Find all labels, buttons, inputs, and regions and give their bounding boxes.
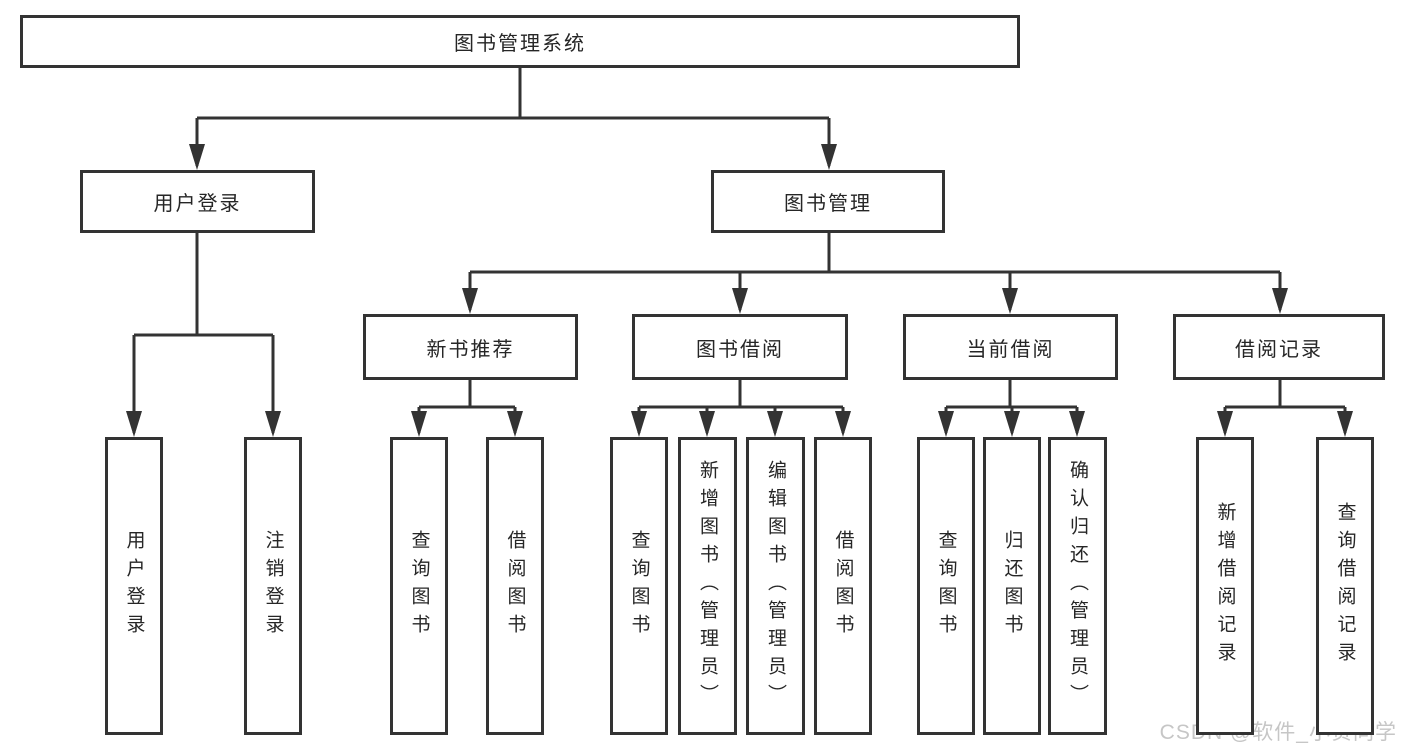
leaf-newbooks-query-label: 查询图书 xyxy=(408,530,430,642)
node-user-login-label: 用户登录 xyxy=(153,193,242,215)
leaf-records-add-label: 新增借阅记录 xyxy=(1214,502,1236,670)
node-root-label: 图书管理系统 xyxy=(454,33,586,55)
leaf-logout: 注销登录 xyxy=(244,437,302,735)
leaf-user-login: 用户登录 xyxy=(105,437,163,735)
node-new-book-recommend-label: 新书推荐 xyxy=(426,338,515,361)
leaf-borrowing-borrow-label: 借阅图书 xyxy=(832,530,854,642)
node-borrow-records: 借阅记录 xyxy=(1173,314,1385,380)
node-current-borrowing: 当前借阅 xyxy=(903,314,1118,380)
node-book-borrowing: 图书借阅 xyxy=(632,314,848,380)
leaf-newbooks-query: 查询图书 xyxy=(390,437,448,735)
leaf-borrowing-add: 新增图书（管理员） xyxy=(678,437,737,735)
leaf-current-return-label: 归还图书 xyxy=(1001,530,1023,642)
leaf-newbooks-borrow: 借阅图书 xyxy=(486,437,544,735)
leaf-borrowing-query-label: 查询图书 xyxy=(628,530,650,642)
leaf-user-login-label: 用户登录 xyxy=(123,530,145,642)
node-borrow-records-label: 借阅记录 xyxy=(1235,338,1323,361)
node-user-login: 用户登录 xyxy=(80,170,315,233)
node-new-book-recommend: 新书推荐 xyxy=(363,314,578,380)
leaf-records-query: 查询借阅记录 xyxy=(1316,437,1374,735)
leaf-newbooks-borrow-label: 借阅图书 xyxy=(504,530,526,642)
node-current-borrowing-label: 当前借阅 xyxy=(966,338,1055,361)
leaf-current-confirm-return-label: 确认归还（管理员） xyxy=(1067,460,1088,712)
leaf-borrowing-borrow: 借阅图书 xyxy=(814,437,872,735)
leaf-borrowing-add-label: 新增图书（管理员） xyxy=(697,460,718,712)
leaf-current-return: 归还图书 xyxy=(983,437,1041,735)
node-root: 图书管理系统 xyxy=(20,15,1020,68)
node-book-borrowing-label: 图书借阅 xyxy=(696,338,784,361)
leaf-borrowing-query: 查询图书 xyxy=(610,437,668,735)
arrowheads xyxy=(126,144,1353,437)
node-book-management-label: 图书管理 xyxy=(784,193,872,215)
leaf-borrowing-edit-label: 编辑图书（管理员） xyxy=(765,460,786,712)
node-book-management: 图书管理 xyxy=(711,170,945,233)
leaf-current-confirm-return: 确认归还（管理员） xyxy=(1048,437,1107,735)
leaf-current-query: 查询图书 xyxy=(917,437,975,735)
leaf-records-query-label: 查询借阅记录 xyxy=(1334,502,1356,670)
leaf-logout-label: 注销登录 xyxy=(262,530,284,642)
leaf-borrowing-edit: 编辑图书（管理员） xyxy=(746,437,805,735)
leaf-records-add: 新增借阅记录 xyxy=(1196,437,1254,735)
leaf-current-query-label: 查询图书 xyxy=(935,530,957,642)
